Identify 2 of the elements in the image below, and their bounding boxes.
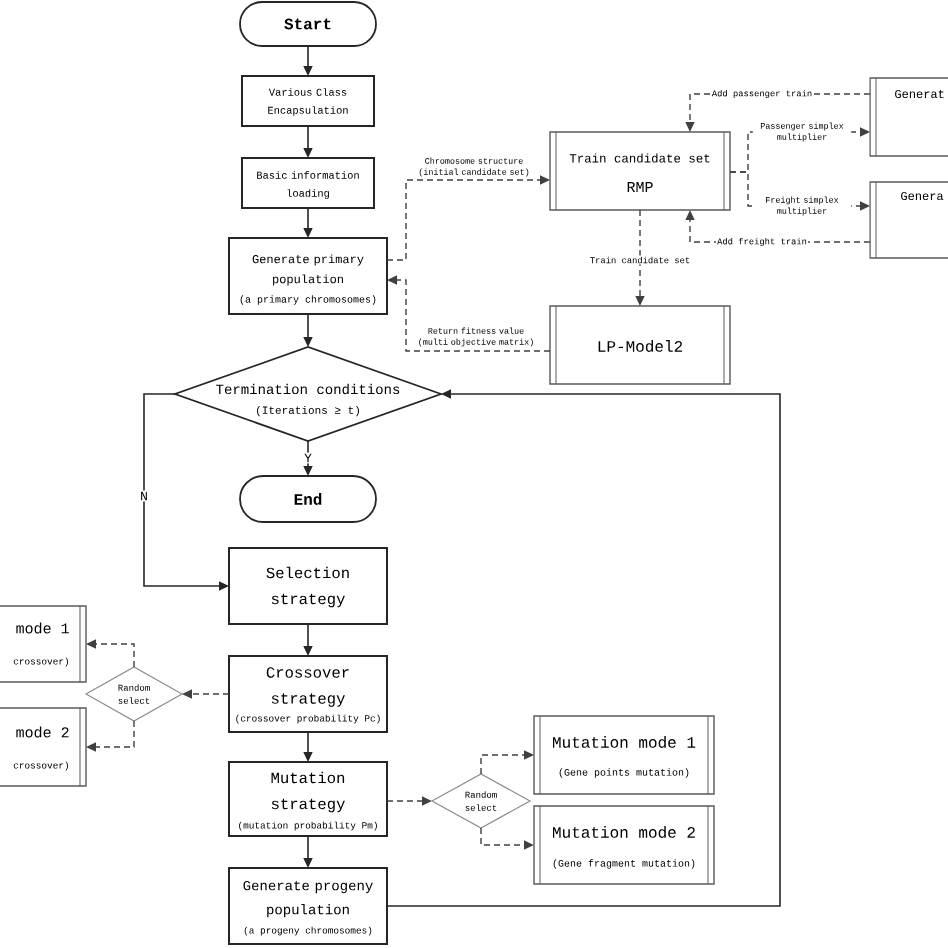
arrow	[386, 389, 781, 907]
subprocess-box: LP-Model2	[549, 305, 731, 385]
